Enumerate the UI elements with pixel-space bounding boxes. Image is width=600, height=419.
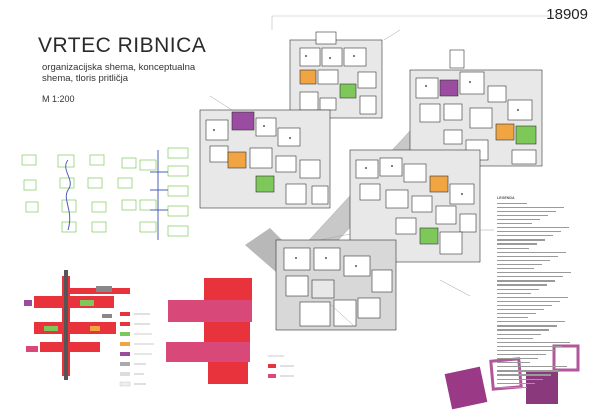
legend-entry bbox=[497, 365, 592, 369]
page-title: VRTEC RIBNICA bbox=[38, 34, 207, 57]
legend-entry bbox=[497, 254, 592, 258]
wing-south bbox=[275, 239, 397, 331]
organization-scheme bbox=[21, 147, 189, 237]
legend-entry bbox=[497, 373, 592, 377]
concept-scheme bbox=[24, 270, 130, 380]
legend-entry bbox=[497, 238, 592, 242]
scale-label: M 1:200 bbox=[42, 94, 75, 104]
legend-entry bbox=[497, 217, 592, 221]
legend-entry bbox=[497, 226, 592, 230]
page-subtitle: organizacijska shema, konceptualna shema… bbox=[42, 62, 196, 84]
legend-entry bbox=[497, 324, 592, 328]
legend-entry bbox=[497, 385, 592, 389]
legend-entry bbox=[497, 340, 592, 344]
legend-entry bbox=[497, 369, 592, 373]
leader-lines bbox=[209, 29, 494, 297]
legend-entry bbox=[497, 213, 592, 217]
legend-entry bbox=[497, 328, 592, 332]
legend-entry bbox=[497, 353, 592, 357]
legend-entry bbox=[497, 275, 592, 279]
sheet-number: 18909 bbox=[546, 6, 588, 23]
wing-northeast bbox=[409, 49, 543, 167]
furniture bbox=[213, 55, 519, 267]
legend-heading: LEGENDA bbox=[497, 196, 515, 200]
wing-north bbox=[289, 31, 383, 119]
legend-entry bbox=[497, 381, 592, 385]
legend-entry bbox=[497, 316, 592, 320]
legend-list: LEGENDA bbox=[497, 196, 592, 389]
legend-entry bbox=[497, 303, 592, 307]
legend-entry bbox=[497, 242, 592, 246]
legend-entry bbox=[497, 357, 592, 361]
legend-entry bbox=[497, 234, 592, 238]
legend-entry bbox=[497, 344, 592, 348]
legend-entry bbox=[497, 283, 592, 287]
legend-entry bbox=[497, 209, 592, 213]
concept-legend bbox=[119, 312, 154, 387]
legend-entry bbox=[497, 271, 592, 275]
wing-west bbox=[199, 109, 331, 209]
legend-entry bbox=[497, 230, 592, 234]
legend-entry bbox=[497, 258, 592, 262]
legend-entry bbox=[497, 377, 592, 381]
legend-entry bbox=[497, 279, 592, 283]
legend-entry bbox=[497, 320, 592, 324]
organization-axis bbox=[65, 150, 168, 240]
legend-entry bbox=[497, 312, 592, 316]
concept-blocks-legend bbox=[268, 355, 294, 378]
legend-entry bbox=[497, 267, 592, 271]
legend-entry bbox=[497, 336, 592, 340]
legend-entry bbox=[497, 361, 592, 365]
legend-entry bbox=[497, 295, 592, 299]
legend-entry bbox=[497, 287, 592, 291]
legend-entry bbox=[497, 205, 592, 209]
legend-entry bbox=[497, 201, 592, 205]
concept-blocks bbox=[166, 278, 252, 384]
legend-entry bbox=[497, 250, 592, 254]
legend-entry bbox=[497, 332, 592, 336]
decorative-squares bbox=[444, 344, 580, 410]
legend-entry bbox=[497, 263, 592, 267]
legend-entry bbox=[497, 246, 592, 250]
legend-entry bbox=[497, 222, 592, 226]
legend-entry bbox=[497, 348, 592, 352]
legend-entry bbox=[497, 308, 592, 312]
legend-entry bbox=[497, 299, 592, 303]
legend-entry bbox=[497, 291, 592, 295]
